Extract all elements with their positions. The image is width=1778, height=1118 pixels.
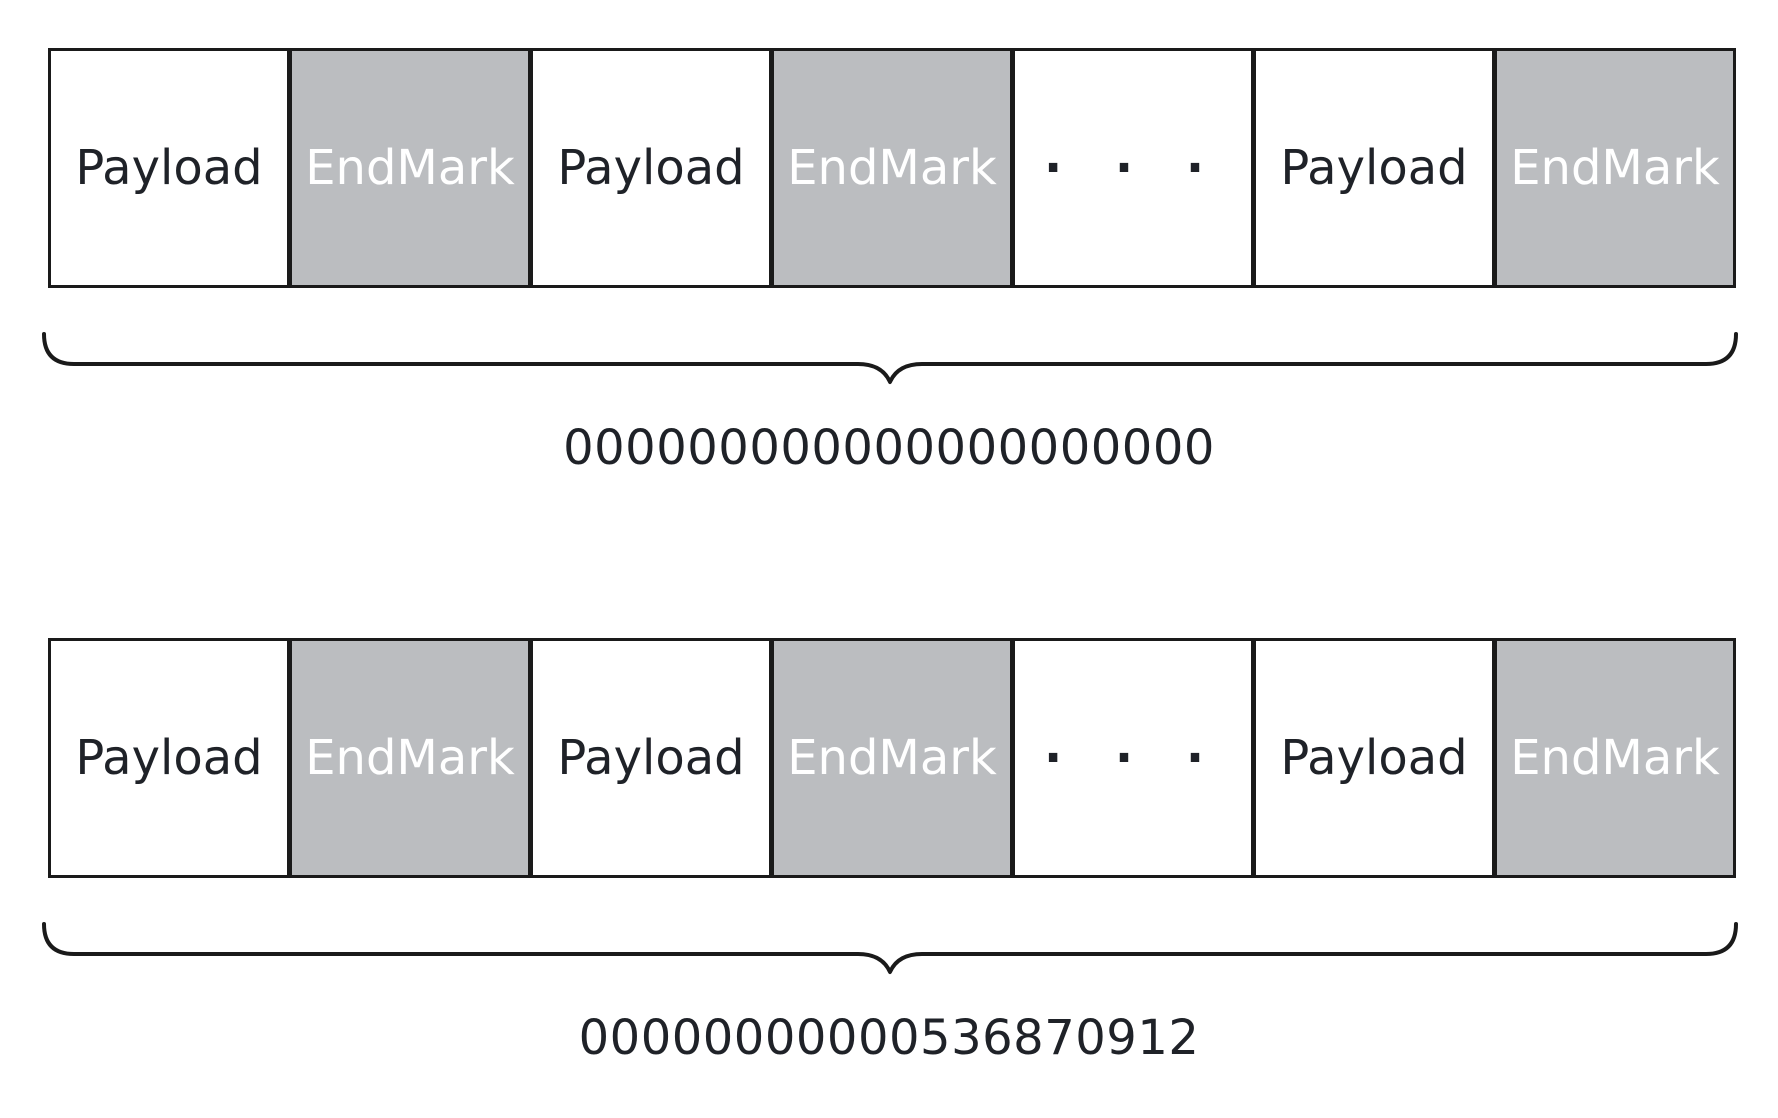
segment-endmark: EndMark — [287, 641, 528, 875]
segment-payload: Payload — [1251, 641, 1492, 875]
segment-payload: Payload — [51, 51, 287, 285]
segment-endmark: EndMark — [769, 51, 1010, 285]
segment-payload: Payload — [528, 641, 769, 875]
value-label: 00000000000536870912 — [578, 1010, 1200, 1066]
segment-endmark: EndMark — [287, 51, 528, 285]
segment-payload: Payload — [51, 641, 287, 875]
diagram-bottom: Payload EndMark Payload EndMark · · · Pa… — [0, 590, 1778, 1090]
value-label: 000000000000000000000 — [563, 420, 1215, 476]
segment-endmark: EndMark — [1492, 641, 1733, 875]
segment-row: Payload EndMark Payload EndMark · · · Pa… — [48, 638, 1736, 878]
segment-row: Payload EndMark Payload EndMark · · · Pa… — [48, 48, 1736, 288]
segment-payload: Payload — [1251, 51, 1492, 285]
curly-brace — [42, 332, 1738, 384]
segment-ellipsis: · · · — [1010, 51, 1251, 285]
segment-endmark: EndMark — [1492, 51, 1733, 285]
diagram-top: Payload EndMark Payload EndMark · · · Pa… — [0, 0, 1778, 500]
curly-brace — [42, 922, 1738, 974]
segment-ellipsis: · · · — [1010, 641, 1251, 875]
segment-payload: Payload — [528, 51, 769, 285]
segment-endmark: EndMark — [769, 641, 1010, 875]
